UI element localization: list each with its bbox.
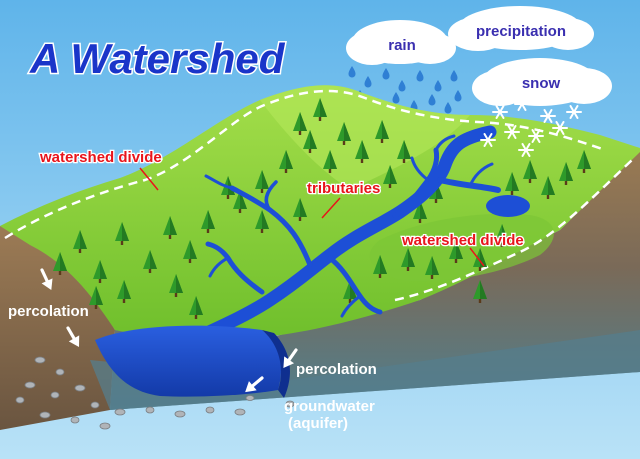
percolation-left-label: percolation [8, 303, 89, 320]
hill-shadow [369, 213, 554, 282]
precipitation-cloud: precipitation [448, 6, 594, 51]
watershed-divide-left-label: watershed divide [39, 149, 162, 166]
watershed-divide-line-lower [394, 159, 633, 302]
rain-label: rain [388, 37, 416, 54]
lake-edge [262, 330, 290, 398]
land-surface [0, 85, 640, 339]
tributaries-label: tributaries [307, 180, 380, 197]
precipitation-label: precipitation [476, 23, 566, 40]
hill-highlight [260, 85, 470, 190]
divide-right-leader [469, 247, 485, 267]
main-lake [95, 325, 282, 397]
snow-cloud: snow [472, 58, 612, 106]
groundwater-label: groundwater [284, 398, 375, 415]
percolation-right-label: percolation [296, 361, 377, 378]
tributaries-leader [321, 197, 341, 219]
snow-label: snow [522, 75, 561, 92]
river-system [143, 125, 501, 367]
diagram-title: A Watershed [29, 35, 286, 82]
watershed-divide-right-label: watershed divide [401, 232, 524, 249]
soil-cross-section-left [0, 226, 115, 430]
rain-cloud: rain [346, 20, 456, 65]
gravel-rocks [15, 356, 295, 430]
aquifer-label: (aquifer) [288, 415, 348, 432]
upper-lake [486, 195, 530, 217]
divide-left-leader [139, 167, 159, 191]
watershed-divide-line-upper [4, 89, 606, 240]
